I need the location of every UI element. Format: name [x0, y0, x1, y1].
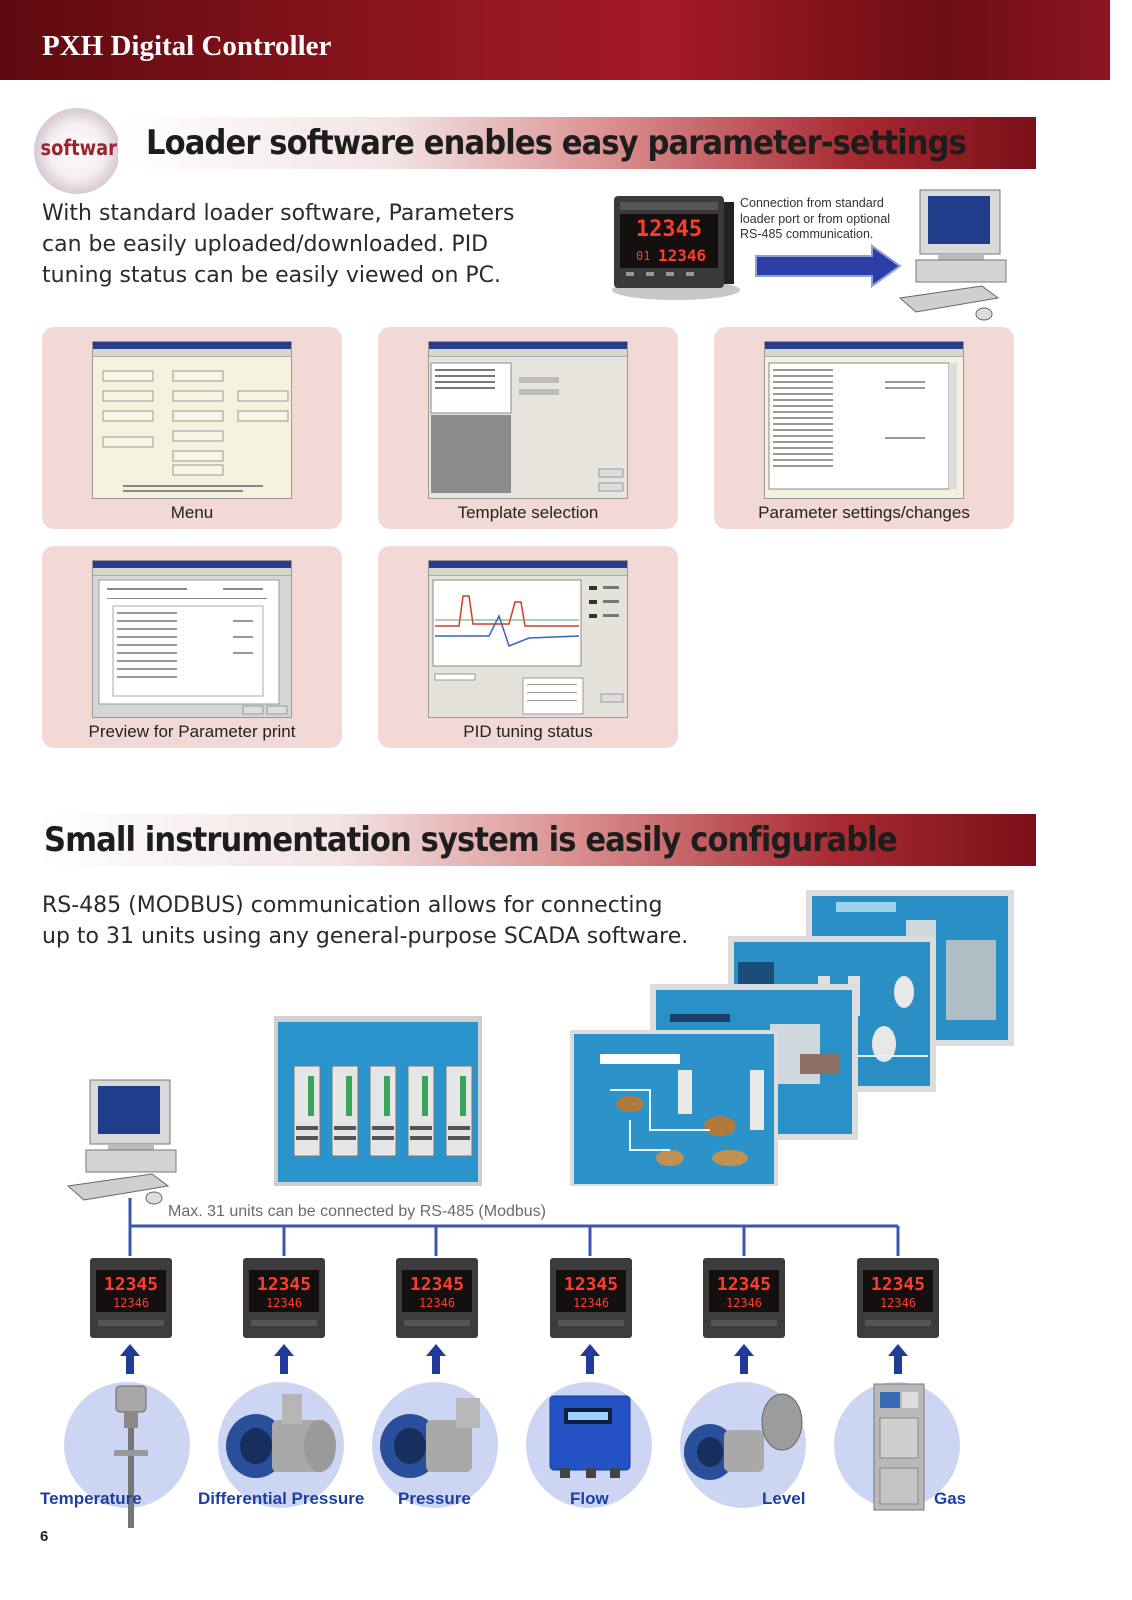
controller-4-pv: 12345: [564, 1274, 618, 1295]
arrow-up-icon: [580, 1344, 600, 1374]
section2-intro: RS-485 (MODBUS) communication allows for…: [42, 890, 688, 952]
section1-intro-line-3: tuning status can be easily viewed on PC…: [42, 263, 502, 288]
panel-pid-tuning: PID tuning status: [378, 546, 678, 748]
controller-5-sv: 12346: [726, 1296, 762, 1310]
section2-heading-bar: Small instrumentation system is easily c…: [40, 814, 1036, 866]
device-label-temperature: Temperature: [40, 1489, 142, 1508]
panel-parameter-settings: Parameter settings/changes: [714, 327, 1014, 529]
software-badge: software: [34, 108, 130, 194]
connection-note: Connection from standard loader port or …: [740, 196, 910, 243]
connection-note-line-1: Connection from standard: [740, 196, 884, 210]
controller-3-sv: 12346: [419, 1296, 455, 1310]
section2-intro-line-1: RS-485 (MODBUS) communication allows for…: [42, 893, 663, 918]
device-label-differential-pressure: Differential Pressure: [198, 1489, 365, 1508]
level-transmitter-icon: [684, 1393, 803, 1480]
controller-6: 12345 12346: [857, 1258, 939, 1338]
controller-1: 12345 12346: [90, 1258, 172, 1338]
parameter-screenshot: [764, 341, 964, 499]
controller-image: 12345 01 12346: [612, 196, 740, 300]
controller-4: 12345 12346: [550, 1258, 632, 1338]
bus-label: Max. 31 units can be connected by RS-485…: [168, 1203, 546, 1220]
arrow-up-icon: [734, 1344, 754, 1374]
rs485-bus: [128, 1198, 900, 1256]
differential-pressure-transmitter-icon: [226, 1394, 336, 1478]
controller-2-pv: 12345: [257, 1274, 311, 1295]
controller-3: 12345 12346: [396, 1258, 478, 1338]
device-label-flow: Flow: [570, 1489, 609, 1508]
arrow-up-icon: [120, 1344, 140, 1374]
panel-print-caption: Preview for Parameter print: [88, 722, 296, 741]
controller-4-sv: 12346: [573, 1296, 609, 1310]
arrow-up-icon: [888, 1344, 908, 1374]
section2-heading: Small instrumentation system is easily c…: [44, 820, 898, 860]
template-screenshot: [428, 341, 628, 499]
section1-intro-line-1: With standard loader software, Parameter…: [42, 201, 515, 226]
gas-analyzer-icon: [873, 1383, 925, 1511]
scada-faceplate-screen: [274, 1016, 482, 1186]
panel-template-selection: Template selection: [378, 327, 678, 529]
top-controller-sv: 12346: [658, 246, 706, 265]
panel-print-preview: Preview for Parameter print: [42, 546, 342, 748]
top-controller-pv: 12345: [636, 217, 702, 242]
controller-1-pv: 12345: [104, 1274, 158, 1295]
controller-6-pv: 12345: [871, 1274, 925, 1295]
controller-3-pv: 12345: [410, 1274, 464, 1295]
top-controller-sv-prefix: 01: [636, 249, 650, 263]
scada-screen-1: [570, 1030, 778, 1186]
panel-menu: Menu: [42, 327, 342, 529]
section1-heading: Loader software enables easy parameter-s…: [146, 123, 967, 163]
panel-template-caption: Template selection: [457, 503, 599, 522]
controller-5-pv: 12345: [717, 1274, 771, 1295]
panel-pid-caption: PID tuning status: [463, 722, 593, 741]
device-label-pressure: Pressure: [398, 1489, 471, 1508]
software-badge-label: software: [40, 136, 130, 160]
temperature-sensor-icon: [114, 1385, 148, 1528]
device-label-gas: Gas: [934, 1489, 967, 1508]
pid-screenshot: [428, 560, 628, 718]
arrow-up-icon: [426, 1344, 446, 1374]
connection-note-line-2: loader port or from optional: [740, 211, 891, 226]
arrow-up-icon: [274, 1344, 294, 1374]
pressure-transmitter-icon: [380, 1398, 480, 1478]
controller-1-sv: 12346: [113, 1296, 149, 1310]
connection-arrow: [755, 244, 902, 288]
panel-parameter-caption: Parameter settings/changes: [758, 503, 970, 522]
controller-2-sv: 12346: [266, 1296, 302, 1310]
flow-meter-icon: [549, 1395, 631, 1478]
controller-5: 12345 12346: [703, 1258, 785, 1338]
section2-intro-line-2: up to 31 units using any general-purpose…: [42, 924, 689, 949]
page-number: 6: [40, 1528, 49, 1545]
menu-screenshot: [92, 341, 292, 499]
panel-menu-caption: Menu: [170, 503, 214, 522]
section1-intro-line-2: can be easily uploaded/downloaded. PID: [42, 232, 489, 257]
page-header-title: PXH Digital Controller: [42, 30, 332, 62]
device-label-level: Level: [762, 1489, 806, 1508]
section1-intro: With standard loader software, Parameter…: [42, 198, 515, 291]
section1-heading-bar: Loader software enables easy parameter-s…: [118, 117, 1036, 169]
pc-image: [898, 189, 1007, 321]
connection-note-line-3: RS-485 communication.: [740, 227, 874, 241]
print-preview-screenshot: [92, 560, 292, 718]
controller-2: 12345 12346: [243, 1258, 325, 1338]
controller-6-sv: 12346: [880, 1296, 916, 1310]
top-banner: PXH Digital Controller: [0, 0, 1110, 80]
scada-pc-image: [66, 1079, 177, 1205]
